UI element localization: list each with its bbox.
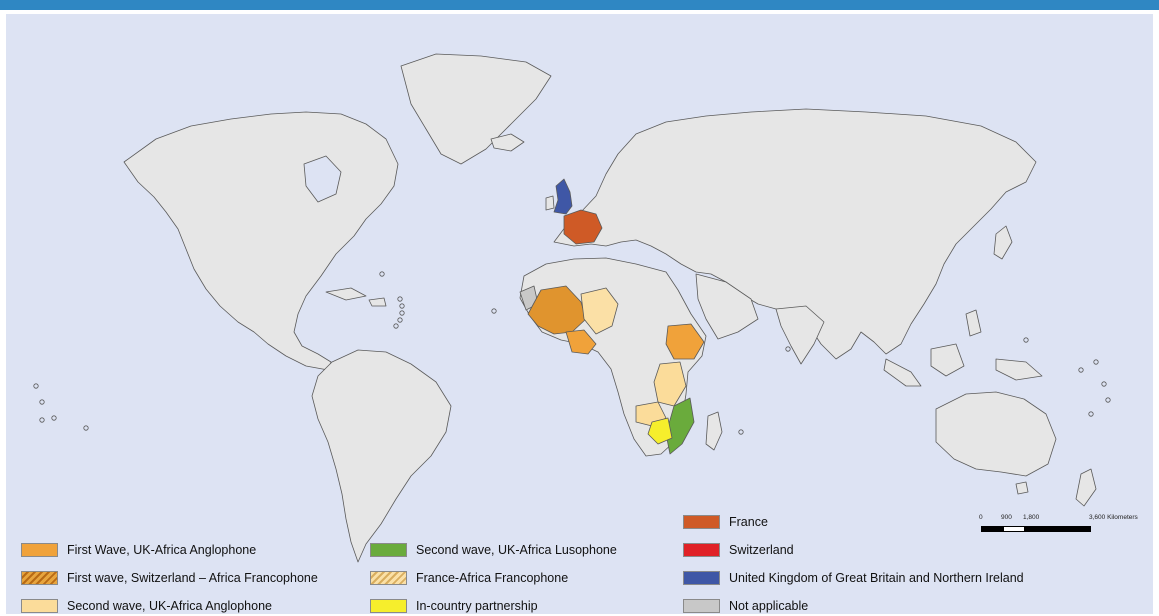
legend-item-in-country-partnership: In-country partnership <box>370 598 538 614</box>
scale-segment-3 <box>1025 526 1047 532</box>
north-america <box>123 111 399 371</box>
ireland <box>545 195 555 211</box>
legend-item-second-wave-lusophone: Second wave, UK-Africa Lusophone <box>370 542 617 558</box>
south-america <box>311 349 452 563</box>
legend-swatch <box>683 543 720 557</box>
eurasia <box>553 108 1037 360</box>
united-kingdom <box>553 178 573 215</box>
japan <box>993 225 1013 260</box>
sahel-francophone <box>580 287 619 335</box>
legend-item-france-africa-francophone: France-Africa Francophone <box>370 570 568 586</box>
legend-swatch <box>370 543 407 557</box>
scale-tick-0: 0 <box>979 514 983 521</box>
ethiopia <box>665 323 705 360</box>
new-guinea <box>995 358 1043 381</box>
map-canvas <box>33 53 1111 563</box>
cuba <box>325 287 367 301</box>
legend-swatch <box>21 599 58 613</box>
india <box>775 305 825 365</box>
legend-swatch <box>21 571 58 585</box>
scale-tick-3600: 3,600 Kilometers <box>1089 514 1138 521</box>
legend-item-switzerland: Switzerland <box>683 542 794 558</box>
hudson-bay <box>303 155 342 203</box>
legend-item-first-wave-anglophone: First Wave, UK-Africa Anglophone <box>21 542 256 558</box>
madagascar <box>705 411 723 451</box>
legend-swatch <box>683 599 720 613</box>
legend-swatch <box>21 543 58 557</box>
legend-item-second-wave-anglophone: Second wave, UK-Africa Anglophone <box>21 598 272 614</box>
sumatra <box>883 358 922 387</box>
legend-swatch <box>370 571 407 585</box>
west-africa-anglophone <box>565 329 597 355</box>
island-markers <box>33 271 1111 435</box>
tasmania <box>1015 481 1029 495</box>
greenland <box>400 53 552 165</box>
map-legend: First Wave, UK-Africa Anglophone First w… <box>6 14 1153 614</box>
scale-tick-1800: 1,800 <box>1023 514 1040 521</box>
scale-bar: 0 900 1,800 3,600 Kilometers <box>973 514 1149 554</box>
legend-item-united-kingdom: United Kingdom of Great Britain and Nort… <box>683 570 1024 586</box>
scale-segment-1 <box>981 526 1003 532</box>
arabian-peninsula <box>695 273 759 340</box>
legend-item-france: France <box>683 514 768 530</box>
scale-segment-2 <box>1003 526 1025 532</box>
legend-swatch <box>370 599 407 613</box>
scale-tick-900: 900 <box>1001 514 1012 521</box>
scale-segment-4 <box>1047 526 1091 532</box>
iceland <box>490 133 525 152</box>
world-map: First Wave, UK-Africa Anglophone First w… <box>6 14 1153 614</box>
philippines <box>965 309 982 337</box>
legend-swatch <box>683 515 720 529</box>
legend-item-not-applicable: Not applicable <box>683 598 808 614</box>
france <box>563 209 603 245</box>
australia <box>935 391 1057 477</box>
header-bar <box>0 0 1159 10</box>
zimbabwe <box>647 417 673 445</box>
borneo <box>930 343 965 377</box>
hispaniola <box>368 297 387 307</box>
legend-swatch <box>683 571 720 585</box>
new-zealand <box>1075 468 1097 507</box>
legend-item-first-wave-francophone: First wave, Switzerland – Africa Francop… <box>21 570 318 586</box>
